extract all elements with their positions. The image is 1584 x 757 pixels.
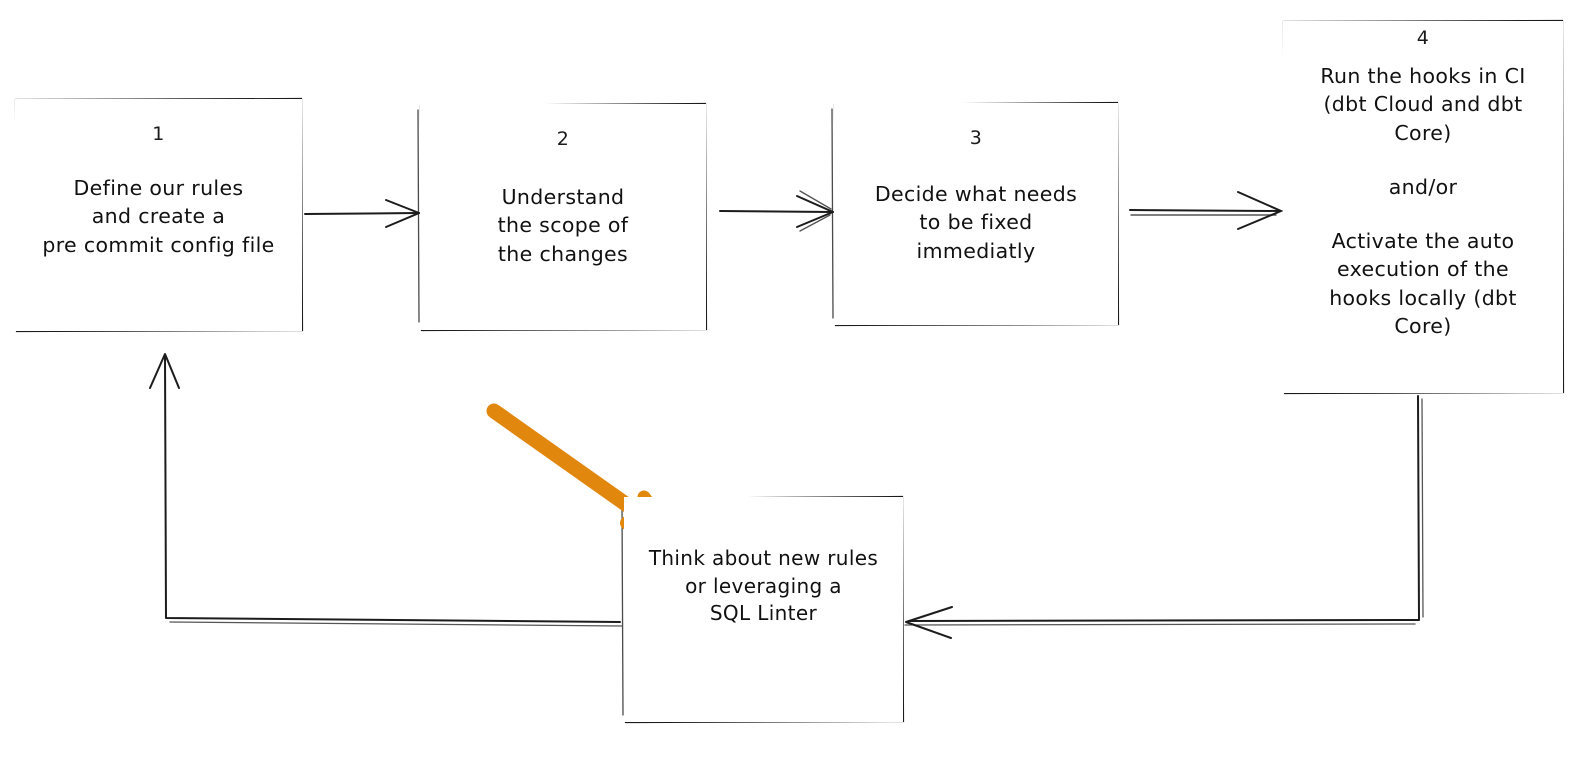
node-step-2[interactable]: 2 Understand the scope of the changes <box>420 104 706 330</box>
arrowhead-icon <box>905 606 953 639</box>
edge-loop-1 <box>149 353 623 627</box>
node-step-3-text: Decide what needs to be fixed immediatly <box>874 182 1078 263</box>
edge-1-2 <box>304 199 422 228</box>
node-step-2-text: Understand the scope of the changes <box>497 185 629 266</box>
node-step-3-number: 3 <box>969 127 983 149</box>
node-step-4-text-secondary: Activate the auto execution of the hooks… <box>1329 229 1517 338</box>
node-step-1-number: 1 <box>152 123 165 145</box>
node-step-2-number: 2 <box>556 128 570 150</box>
node-step-1[interactable]: 1 Define our rules and create a pre comm… <box>15 99 302 331</box>
arrowhead-icon <box>385 199 422 228</box>
arrowhead-icon <box>1237 191 1284 230</box>
edge-3-4 <box>1129 191 1284 230</box>
arrowhead-icon <box>149 353 180 389</box>
node-step-4[interactable]: 4 Run the hooks in CI (dbt Cloud and dbt… <box>1283 21 1563 393</box>
node-step-loop[interactable]: Think about new rules or leveraging a SQ… <box>624 497 903 722</box>
arrowhead-icon <box>796 195 836 228</box>
edge-4-loop <box>904 395 1424 639</box>
edge-2-3 <box>719 190 836 232</box>
node-step-4-text-connector: and/or <box>1388 174 1458 199</box>
node-step-4-number: 4 <box>1416 27 1430 49</box>
node-step-3[interactable]: 3 Decide what needs to be fixed immediat… <box>834 103 1118 325</box>
node-step-loop-text: Think about new rules or leveraging a SQ… <box>648 546 879 626</box>
node-step-1-text: Define our rules and create a pre commit… <box>42 176 275 257</box>
node-step-4-text-primary: Run the hooks in CI (dbt Cloud and dbt C… <box>1320 64 1526 145</box>
